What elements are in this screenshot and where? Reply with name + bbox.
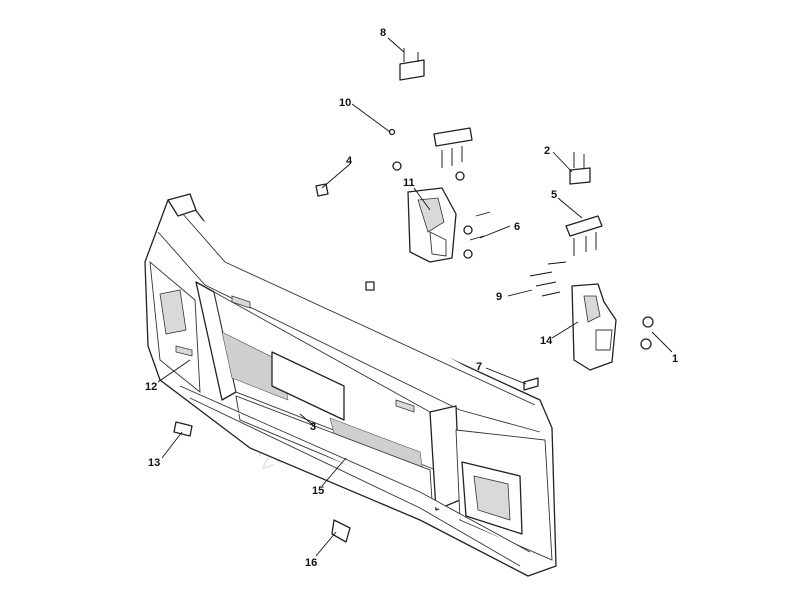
callout-7: 7 [476, 361, 482, 373]
cover-part-13 [173, 421, 193, 437]
bolt-part-7 [523, 377, 539, 391]
clip-part-2 [569, 152, 591, 185]
callout-3: 3 [310, 421, 316, 433]
callout-13: 13 [148, 457, 160, 469]
callout-2: 2 [544, 145, 550, 157]
callout-8: 8 [380, 27, 386, 39]
screw-misc [365, 281, 375, 291]
callout-14: 14 [540, 335, 553, 347]
clip-part-8 [399, 48, 425, 81]
callout-12: 12 [145, 381, 157, 393]
front-bumper-assembly [144, 193, 557, 577]
bumper-mount-bracket-left [392, 127, 491, 263]
fastener-part-4 [315, 183, 329, 197]
callout-9: 9 [496, 291, 502, 303]
pin-part-10 [388, 128, 396, 136]
callout-16: 16 [305, 557, 317, 569]
callout-4: 4 [346, 155, 353, 167]
bumper-mount-bracket-right [529, 215, 654, 371]
callout-1: 1 [672, 353, 678, 365]
callout-10: 10 [339, 97, 351, 109]
callout-15: 15 [312, 485, 324, 497]
callout-5: 5 [551, 189, 557, 201]
leader-lines [157, 37, 673, 557]
callout-6: 6 [514, 221, 520, 233]
callout-11: 11 [403, 177, 415, 189]
cover-part-16 [331, 519, 351, 543]
